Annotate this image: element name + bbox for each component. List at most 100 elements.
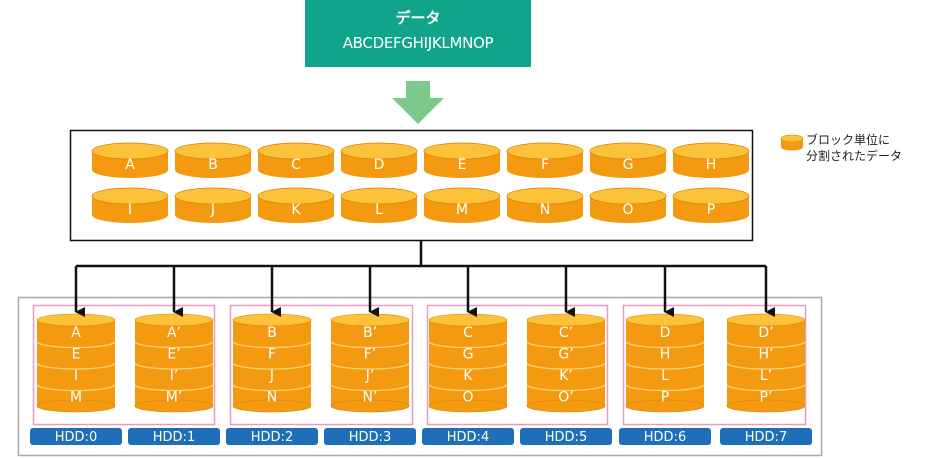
disk-block-label: N — [267, 390, 277, 406]
hdd-disk: D’ H’ L’ P’ — [726, 313, 806, 413]
data-block: A — [91, 142, 169, 178]
disk-block-label: O’ — [558, 390, 573, 406]
disk-block-label: D — [660, 325, 671, 341]
data-title: データ — [395, 9, 441, 27]
hdd-label-text: HDD:3 — [349, 430, 391, 445]
data-block: J — [174, 187, 252, 223]
disk-block-label: O — [462, 390, 473, 406]
disk-block-label: C — [463, 325, 473, 341]
hdd-label: HDD:6 — [619, 428, 711, 445]
disk-block-label: A’ — [167, 325, 181, 341]
data-block: B — [174, 142, 252, 178]
disk-block-label: F — [268, 347, 276, 363]
hdd-label-text: HDD:1 — [153, 430, 195, 445]
data-block: H — [672, 142, 750, 178]
data-block-label: H — [706, 157, 717, 173]
disk-block-label: I — [74, 368, 78, 384]
data-block-label: N — [540, 202, 550, 218]
disk-block-label: B — [267, 325, 277, 341]
hdd-label: HDD:0 — [30, 428, 122, 445]
disk-block-label: D’ — [758, 325, 773, 341]
data-source-box: データ ABCDEFGHIJKLMNOP — [305, 0, 531, 67]
down-arrow-icon — [392, 81, 444, 124]
hdd-label: HDD:7 — [720, 428, 812, 445]
data-block: F — [506, 142, 584, 178]
hdd-label-text: HDD:2 — [251, 430, 293, 445]
hdd-disk: B’ F’ J’ N’ — [330, 313, 410, 413]
disk-block-label: N’ — [363, 390, 378, 406]
mirror-pair-box — [32, 304, 216, 426]
data-block-label: C — [291, 157, 301, 173]
data-block: N — [506, 187, 584, 223]
hdd-label: HDD:3 — [324, 428, 416, 445]
hdd-label-text: HDD:4 — [447, 430, 489, 445]
disk-block-label: M’ — [166, 390, 183, 406]
hdd-label: HDD:1 — [128, 428, 220, 445]
disk-block-label: H — [660, 347, 671, 363]
data-block-label: L — [375, 202, 383, 218]
hdd-label-text: HDD:0 — [55, 430, 97, 445]
data-block-label: F — [541, 157, 549, 173]
data-block: L — [340, 187, 418, 223]
disk-block-label: G — [463, 347, 474, 363]
mirror-pair-box — [426, 304, 609, 426]
disk-block-label: J — [269, 368, 274, 384]
data-block: I — [91, 187, 169, 223]
data-block: M — [423, 187, 501, 223]
disk-block-label: P’ — [760, 390, 773, 406]
data-block: E — [423, 142, 501, 178]
block-legend-icon — [780, 134, 804, 151]
disk-block-label: K’ — [559, 368, 573, 384]
disk-block-label: G’ — [558, 347, 573, 363]
hdd-label: HDD:5 — [520, 428, 612, 445]
data-block-label: D — [374, 157, 385, 173]
data-block-label: B — [208, 157, 218, 173]
disk-block-label: C’ — [559, 325, 573, 341]
data-block-label: A — [125, 157, 135, 173]
data-block-label: K — [291, 202, 301, 218]
hdd-label: HDD:2 — [226, 428, 318, 445]
data-block: G — [589, 142, 667, 178]
hdd-label: HDD:4 — [422, 428, 514, 445]
data-block: C — [257, 142, 335, 178]
mirror-pair-box — [229, 304, 414, 426]
data-block-label: G — [623, 157, 634, 173]
hdd-disk: C’ G’ K’ O’ — [526, 313, 606, 413]
disk-block-label: L’ — [760, 368, 772, 384]
disk-block-label: K — [463, 368, 473, 384]
data-block-label: O — [622, 202, 633, 218]
legend-line-2: 分割されたデータ — [806, 149, 903, 163]
mirror-pair-box — [622, 304, 807, 426]
hdd-label-text: HDD:6 — [644, 430, 686, 445]
disk-block-label: J’ — [365, 368, 375, 384]
disk-block-label: P — [661, 390, 669, 406]
data-block-label: M — [456, 202, 468, 218]
hdd-label-text: HDD:5 — [545, 430, 587, 445]
hdd-label-text: HDD:7 — [745, 430, 787, 445]
disk-block-label: M — [70, 390, 82, 406]
disk-block-label: A — [71, 325, 81, 341]
disk-block-label: L — [661, 368, 669, 384]
hdd-disk: A’E’I’M’ — [134, 313, 214, 413]
disk-block-label: H’ — [759, 347, 774, 363]
disk-block-label: F’ — [364, 347, 377, 363]
data-block-label: E — [458, 157, 467, 173]
data-content: ABCDEFGHIJKLMNOP — [342, 34, 494, 52]
data-block: D — [340, 142, 418, 178]
connector-lines — [76, 240, 766, 268]
data-block-label: J — [210, 202, 215, 218]
disk-block-label: E’ — [167, 347, 180, 363]
data-block: K — [257, 187, 335, 223]
data-block: P — [672, 187, 750, 223]
data-block-label: I — [128, 202, 132, 218]
data-block: O — [589, 187, 667, 223]
disk-block-label: E — [72, 347, 81, 363]
disk-block-label: B’ — [363, 325, 377, 341]
data-block-label: P — [707, 202, 715, 218]
legend-line-1: ブロック単位に — [806, 133, 891, 147]
